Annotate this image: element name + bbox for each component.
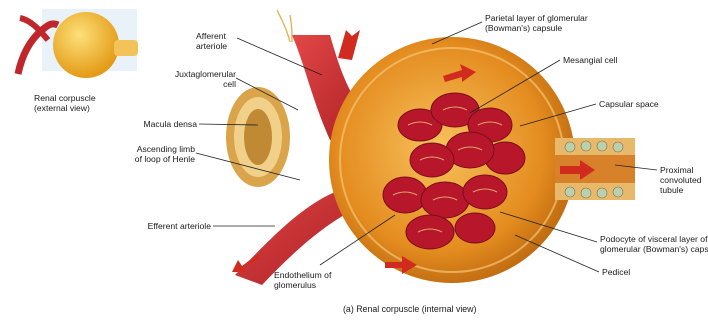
label-mesangial-cell-line1: Mesangial cell bbox=[563, 55, 617, 65]
label-podocyte: Podocyte of visceral layer of glomerular… bbox=[600, 234, 708, 254]
label-proximal-tubule-line1: Proximal bbox=[660, 165, 702, 175]
thumbnail-caption-line1: Renal corpuscle bbox=[34, 93, 96, 103]
label-juxtaglomerular-cell-line2: cell bbox=[175, 79, 236, 89]
label-macula-densa: Macula densa bbox=[143, 119, 197, 129]
thumbnail-caption: Renal corpuscle (external view) bbox=[34, 93, 96, 113]
label-proximal-tubule-line2: convoluted bbox=[660, 175, 702, 185]
label-juxtaglomerular-cell-line1: Juxtaglomerular bbox=[175, 69, 236, 79]
label-ascending-limb: Ascending limb of loop of Henle bbox=[135, 144, 195, 164]
label-afferent-arteriole-line2: arteriole bbox=[196, 41, 227, 51]
label-pedicel-line1: Pedicel bbox=[602, 267, 630, 277]
label-podocyte-line2: glomerular (Bowman's) capsule bbox=[600, 244, 708, 254]
label-endothelium-line1: Endothelium of bbox=[274, 270, 331, 280]
label-pedicel: Pedicel bbox=[602, 267, 630, 277]
label-proximal-tubule-line3: tubule bbox=[660, 185, 702, 195]
label-juxtaglomerular-cell: Juxtaglomerular cell bbox=[175, 69, 236, 89]
label-podocyte-line1: Podocyte of visceral layer of bbox=[600, 234, 708, 244]
thumbnail-external-view bbox=[18, 9, 138, 78]
label-ascending-limb-line1: Ascending limb bbox=[135, 144, 195, 154]
label-capsular-space-line1: Capsular space bbox=[599, 99, 659, 109]
label-afferent-arteriole: Afferent arteriole bbox=[196, 31, 227, 51]
label-macula-densa-line1: Macula densa bbox=[143, 119, 197, 129]
label-proximal-tubule: Proximal convoluted tubule bbox=[660, 165, 702, 195]
label-mesangial-cell: Mesangial cell bbox=[563, 55, 617, 65]
label-endothelium: Endothelium of glomerulus bbox=[274, 270, 331, 290]
thumbnail-caption-line2: (external view) bbox=[34, 103, 96, 113]
label-parietal-layer-line2: (Bowman's) capsule bbox=[485, 23, 588, 33]
figure-caption: (a) Renal corpuscle (internal view) bbox=[343, 304, 476, 314]
label-afferent-arteriole-line1: Afferent bbox=[196, 31, 227, 41]
label-parietal-layer: Parietal layer of glomerular (Bowman's) … bbox=[485, 13, 588, 33]
label-ascending-limb-line2: of loop of Henle bbox=[135, 154, 195, 164]
ascending-limb-tube bbox=[226, 87, 290, 187]
label-capsular-space: Capsular space bbox=[599, 99, 659, 109]
label-endothelium-line2: glomerulus bbox=[274, 280, 331, 290]
label-parietal-layer-line1: Parietal layer of glomerular bbox=[485, 13, 588, 23]
label-efferent-arteriole: Efferent arteriole bbox=[148, 221, 211, 231]
label-efferent-arteriole-line1: Efferent arteriole bbox=[148, 221, 211, 231]
